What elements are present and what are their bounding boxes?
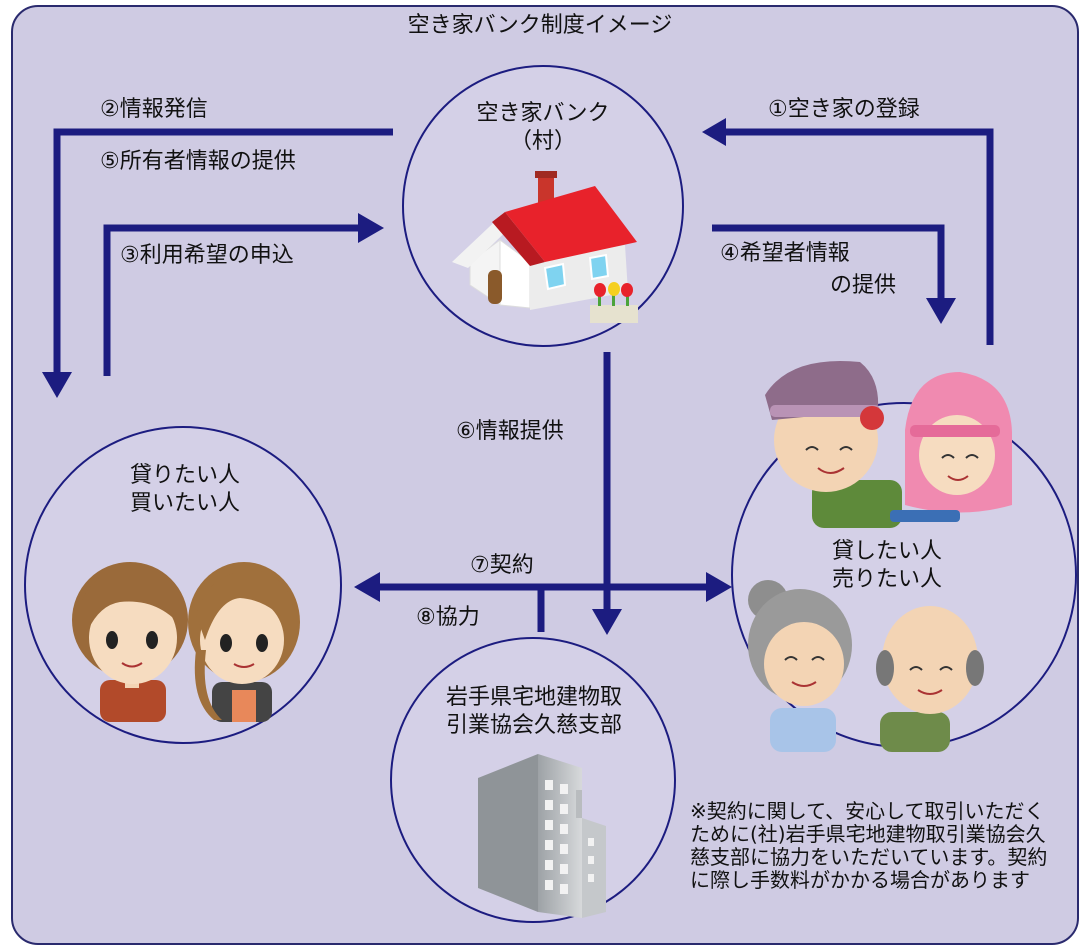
arrowhead-apply — [358, 213, 384, 243]
arrowhead-contract-right — [706, 572, 732, 602]
elderly-people-icon — [748, 360, 1012, 752]
arrowhead-info-send — [42, 372, 72, 398]
association-label: 岩手県宅地建物取 引業協会久慈支部 — [408, 684, 660, 740]
arrowhead-contract-left — [354, 572, 380, 602]
step-applicant-info-label-2: の提供 — [830, 273, 897, 298]
arrow-applicant-info — [712, 224, 945, 306]
step-apply-label: ③利用希望の申込 — [120, 243, 294, 268]
association-label-line2: 引業協会久慈支部 — [445, 713, 622, 738]
step-info-send-label: ②情報発信 — [100, 97, 208, 122]
diagram-title: 空き家バンク制度イメージ — [407, 13, 673, 38]
young-people-icon — [72, 562, 300, 722]
step-register-label: ①空き家の登録 — [768, 97, 920, 122]
house-icon — [452, 171, 638, 323]
bank-label-line1: 空き家バンク — [476, 101, 610, 126]
bank-label: 空き家バンク （村） — [440, 100, 646, 156]
step-applicant-info-label-1: ④希望者情報 — [720, 241, 850, 266]
arrows — [53, 128, 994, 632]
owners-label: 貸したい人 売りたい人 — [802, 538, 972, 594]
step-contract-label: ⑦契約 — [470, 553, 534, 578]
owners-label-line1: 貸したい人 — [831, 539, 942, 564]
arrowhead-applicant-info — [926, 298, 956, 324]
arrow-info-send — [53, 128, 393, 380]
step-cooperation-label: ⑧協力 — [416, 605, 480, 630]
borrowers-label-line2: 買いたい人 — [129, 491, 240, 516]
owners-label-line2: 売りたい人 — [831, 567, 942, 592]
association-label-line1: 岩手県宅地建物取 — [445, 685, 622, 710]
step-owner-info-label: ⑤所有者情報の提供 — [100, 149, 296, 174]
arrow-register — [720, 128, 994, 345]
footnote: ※契約に関して、安心して取引いただくために(社)岩手県宅地建物取引業協会久慈支部… — [690, 799, 1048, 892]
arrowheads — [42, 118, 956, 635]
arrowhead-register — [702, 118, 726, 146]
step-info-provide-label: ⑥情報提供 — [456, 419, 564, 444]
borrowers-label-line1: 貸りたい人 — [129, 463, 240, 488]
bank-label-line2: （村） — [509, 129, 576, 154]
arrowhead-info-provide — [592, 609, 622, 635]
borrowers-label: 貸りたい人 買いたい人 — [100, 462, 270, 518]
arrow-apply — [103, 224, 364, 376]
office-building-icon — [478, 754, 606, 918]
